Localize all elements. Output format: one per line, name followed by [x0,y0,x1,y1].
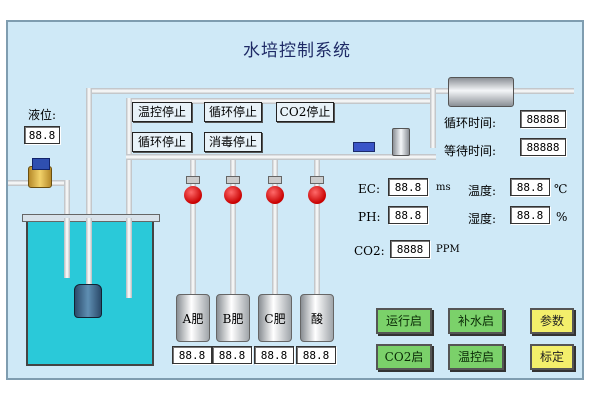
tank-pipe-1 [64,218,70,278]
dosing-tank: A肥 [176,294,210,342]
temp-label: 温度: [468,184,497,198]
return-pipe [126,98,132,298]
wait-time-label: 等待时间: [444,144,497,158]
tank-feed-pipe [272,160,278,296]
cycle-time-label: 循环时间: [444,116,497,130]
tank-feed-pipe [190,160,196,296]
temp-control-start-button[interactable]: 温控启 [448,344,504,370]
valve-cap-icon [310,176,324,184]
valve-cap-icon [186,176,200,184]
cycle-time-value[interactable]: 88888 [520,110,566,128]
temp-stop-status: 温控停止 [132,102,192,122]
calibrate-button[interactable]: 标定 [530,344,574,370]
spray-nozzle-icon [392,128,410,156]
dosing-tank: C肥 [258,294,292,342]
run-start-button[interactable]: 运行启 [376,308,432,334]
wait-time-value[interactable]: 88888 [520,138,566,156]
ec-unit: ms [436,182,451,193]
pipe-into-tank [86,88,92,288]
valve-cap-icon [226,176,240,184]
dosing-tank: B肥 [216,294,250,342]
flow-sensor-icon [353,142,375,152]
dosing-tank-value: 88.8 [254,346,294,364]
temp-value: 88.8 [510,178,550,196]
control-panel: 水培控制系统 液位: 88.8 温控停止 循环停止 CO2停止 循环停止 消毒停… [6,20,584,380]
co2-unit: PPM [436,244,460,255]
co2-stop-status: CO2停止 [276,102,334,122]
disinfect-stop-status: 消毒停止 [204,132,262,152]
dosing-valve-icon[interactable] [266,186,284,204]
tank-feed-pipe [230,160,236,296]
co2-label: CO2: [354,244,385,258]
valve-cap-icon [268,176,282,184]
main-pipe-second [126,98,436,104]
ph-label: PH: [358,210,381,224]
humidity-value: 88.8 [510,206,550,224]
level-value: 88.8 [24,126,60,144]
circ-stop-status-2: 循环停止 [132,132,192,152]
co2-value: 8888 [390,240,430,258]
dosing-tank-value: 88.8 [212,346,252,364]
humidity-unit: % [556,210,568,224]
params-button[interactable]: 参数 [530,308,574,334]
valve-coil-icon [32,158,50,170]
tank-pipe-3 [126,218,132,298]
main-pipe-top [86,88,574,94]
tank-pipe-2 [86,218,92,294]
dosing-valve-icon[interactable] [184,186,202,204]
ec-label: EC: [358,182,380,196]
right-pipe [430,88,436,148]
ph-value: 88.8 [388,206,428,224]
dosing-valve-icon[interactable] [308,186,326,204]
dosing-tank: 酸 [300,294,334,342]
tank-feed-pipe [314,160,320,296]
temp-unit: ℃ [554,182,568,196]
dosing-valve-icon[interactable] [224,186,242,204]
humidity-label: 湿度: [468,212,497,226]
ec-value: 88.8 [388,178,428,196]
dosing-tank-value: 88.8 [296,346,336,364]
level-label: 液位: [28,108,57,122]
filter-cylinder [448,77,514,107]
water-refill-start-button[interactable]: 补水启 [448,308,504,334]
circ-stop-status-1: 循环停止 [204,102,262,122]
dosing-tank-value: 88.8 [172,346,212,364]
page-title: 水培控制系统 [243,41,351,61]
co2-start-button[interactable]: CO2启 [376,344,432,370]
submersible-pump-icon [74,284,102,318]
dosing-pipe [126,154,436,160]
